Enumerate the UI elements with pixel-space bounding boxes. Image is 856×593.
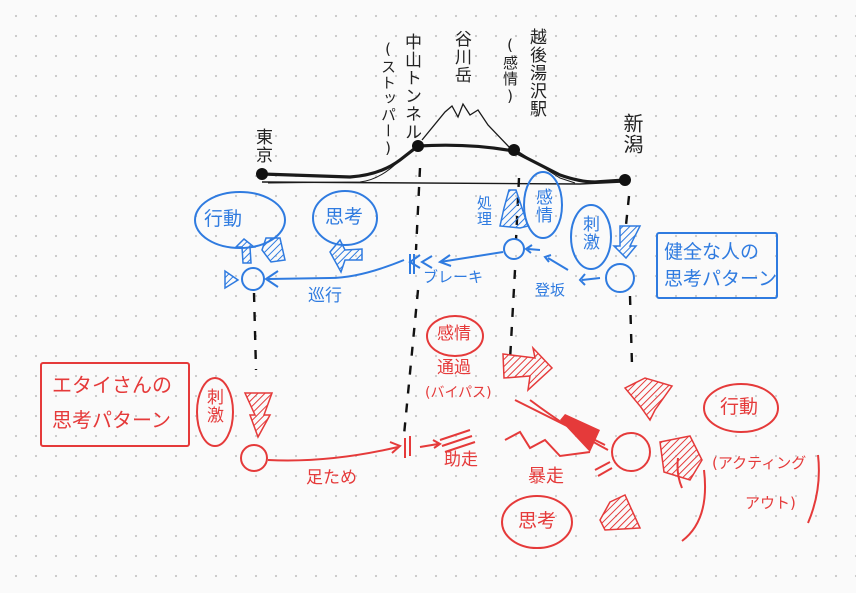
stimulus-arrow-icon <box>612 225 642 260</box>
healthy-arrows <box>224 189 642 290</box>
etai-run-up-label: 助走 <box>444 450 478 470</box>
healthy-node-emotion <box>503 238 525 260</box>
etai-acting-out-line2: アウト) <box>745 494 796 512</box>
label-emotion-note: (感情) <box>501 36 519 106</box>
label-tanigawa: 谷川岳 <box>451 30 471 84</box>
etai-emotion-label: 感情 <box>437 324 471 344</box>
label-niigata: 新潟 <box>620 113 644 155</box>
healthy-node-stimulus <box>605 263 635 293</box>
healthy-stimulus-label: 刺激 <box>579 215 599 251</box>
etai-runaway-label: 暴走 <box>528 466 564 487</box>
label-nakayama-tunnel: 中山トンネル <box>401 33 421 141</box>
etai-arrows <box>243 345 703 531</box>
label-tokyo: 東京 <box>252 128 272 164</box>
etai-bypass-label: (バイパス) <box>425 385 492 401</box>
action-arrow-icon <box>659 435 703 481</box>
mountain-icon <box>421 102 511 149</box>
down-burst-arrow-icon <box>599 494 642 531</box>
upright-arrow-icon <box>261 237 286 263</box>
healthy-action-label: 行動 <box>204 208 243 230</box>
etai-node-stimulus <box>240 444 268 472</box>
etai-stall-label: 足ため <box>306 468 357 488</box>
healthy-brake-label: ブレーキ <box>423 268 484 286</box>
station-tokyo-dot <box>256 168 268 180</box>
etai-pass-label: 通過 <box>437 358 471 378</box>
guide-lines <box>252 167 634 436</box>
healthy-title-line1: 健全な人の <box>664 241 760 263</box>
etai-action-label: 行動 <box>720 396 759 418</box>
healthy-climb-label: 登坂 <box>535 281 566 299</box>
healthy-pattern <box>194 171 778 299</box>
etai-title-line2: 思考パターン <box>52 408 171 432</box>
etai-pattern <box>40 315 820 549</box>
etai-stimulus-label: 刺激 <box>203 388 223 424</box>
thought-arrow-icon <box>329 238 363 274</box>
station-nakayama-dot <box>412 140 424 152</box>
up-arrow-icon <box>234 237 257 264</box>
runaway-arrow-icon <box>560 414 600 452</box>
healthy-cruise-label: 巡行 <box>308 286 342 306</box>
station-echigo-dot <box>508 144 520 156</box>
healthy-thought-label: 思考 <box>325 206 364 228</box>
etai-node-action <box>611 432 651 472</box>
processing-arrow-icon <box>499 189 529 229</box>
label-stopper: (ストッパー) <box>379 40 397 158</box>
label-echigo-yuzawa: 越後湯沢駅 <box>526 28 546 118</box>
emotion-arrow-icon <box>502 345 554 392</box>
burst-arrow-icon <box>623 377 674 422</box>
station-niigata-dot <box>619 174 631 186</box>
etai-thought-label: 思考 <box>518 510 557 532</box>
healthy-node-action <box>241 267 265 291</box>
route-profile <box>256 102 631 186</box>
healthy-processing-label: 処理 <box>475 195 493 227</box>
healthy-title-line2: 思考パターン <box>664 268 778 290</box>
stimulus-down-arrow-icon <box>243 392 274 439</box>
etai-title-line1: エタイさんの <box>52 373 172 397</box>
etai-acting-out-line1: (アクティング <box>712 454 807 472</box>
left-arrow-icon <box>224 269 240 290</box>
healthy-emotion-label: 感情 <box>532 188 552 224</box>
